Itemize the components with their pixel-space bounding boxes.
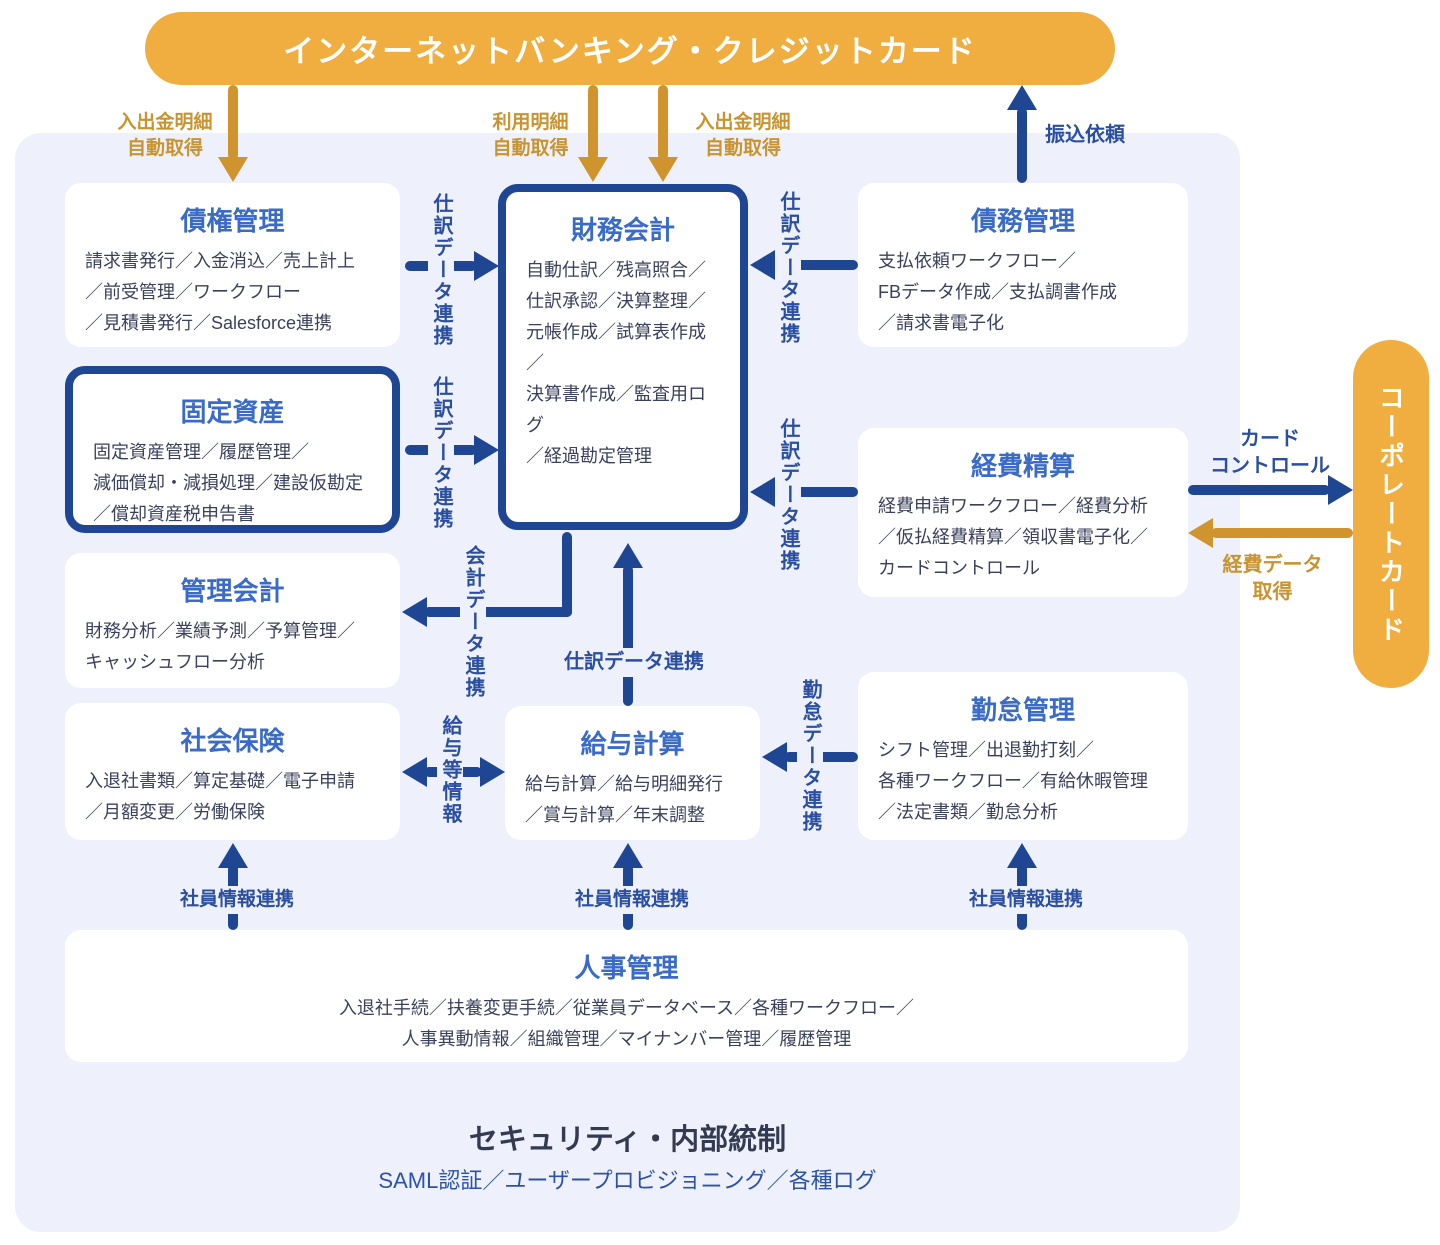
- module-expense-settlement-features: 経費申請ワークフロー／経費分析 ／仮払経費精算／領収書電子化／ カードコントロー…: [878, 496, 1148, 578]
- arrow-card-to-expense-shaft: [1211, 528, 1353, 538]
- corporate-card-banner-label: コーポレートカード: [1375, 383, 1406, 645]
- arrow-payroll-to-financial-head: [613, 543, 643, 568]
- label-journal-data-link-fixed-assets: 仕訳データ連携: [428, 373, 454, 533]
- arrow-social-payroll-right-head: [480, 757, 505, 787]
- label-usage-details-auto: 利用明細 自動取得: [492, 112, 569, 159]
- arrow-payables-to-bank-head: [1007, 85, 1037, 110]
- module-expense-settlement: 経費精算 経費申請ワークフロー／経費分析 ／仮払経費精算／領収書電子化／ カード…: [858, 428, 1188, 597]
- module-hr-features: 入退社手続／扶養変更手続／従業員データベース／各種ワークフロー／ 人事異動情報／…: [338, 998, 915, 1049]
- arrow-fixed-assets-to-financial-head: [474, 435, 499, 465]
- arrow-payables-to-bank-shaft: [1017, 107, 1027, 183]
- module-financial-accounting-features: 自動仕訳／残高照合／ 仕訳承認／決算整理／ 元帳作成／試算表作成／ 決算書作成／…: [526, 260, 706, 466]
- module-fixed-assets: 固定資産 固定資産管理／履歴管理／ 減価償却・減損処理／建設仮勘定 ／償却資産税…: [65, 366, 400, 533]
- module-expense-settlement-title: 経費精算: [970, 451, 1075, 481]
- label-payroll-info: 給与等情報: [437, 712, 463, 828]
- label-journal-data-link-expense: 仕訳データ連携: [775, 415, 801, 575]
- module-hr: 人事管理 入退社手続／扶養変更手続／従業員データベース／各種ワークフロー／ 人事…: [65, 930, 1188, 1062]
- module-management-accounting-features: 財務分析／業績予測／予算管理／ キャッシュフロー分析: [85, 621, 355, 672]
- module-hr-title: 人事管理: [574, 953, 679, 983]
- arrow-hr-to-attendance-head: [1007, 843, 1037, 868]
- label-card-control: カード コントロール: [1210, 428, 1330, 477]
- module-fixed-assets-features: 固定資産管理／履歴管理／ 減価償却・減損処理／建設仮勘定 ／償却資産税申告書: [93, 442, 363, 524]
- internet-banking-banner: インターネットバンキング・クレジットカード: [145, 12, 1115, 85]
- arrow-bank-to-receivables-head: [218, 157, 248, 182]
- arrow-receivables-to-financial-head: [474, 251, 499, 281]
- label-accounting-data-link: 会計データ連携: [460, 542, 486, 702]
- internet-banking-banner-label: インターネットバンキング・クレジットカード: [283, 34, 977, 69]
- label-deposit-withdrawal-auto-right: 入出金明細 自動取得: [695, 112, 791, 159]
- module-financial-accounting: 財務会計 自動仕訳／残高照合／ 仕訳承認／決算整理／ 元帳作成／試算表作成／ 決…: [498, 184, 748, 530]
- arrow-attendance-to-payroll-head: [762, 742, 787, 772]
- arrow-expense-to-financial-shaft: [772, 487, 858, 497]
- label-journal-data-link-payables: 仕訳データ連携: [775, 188, 801, 348]
- module-payroll: 給与計算 給与計算／給与明細発行 ／賞与計算／年末調整: [505, 706, 760, 840]
- arrow-card-to-financial-shaft: [588, 85, 598, 160]
- arrow-payables-to-financial-head: [750, 250, 775, 280]
- module-social-insurance-features: 入退社書類／算定基礎／電子申請 ／月額変更／労働保険: [85, 771, 355, 822]
- arrow-bank-to-financial-head: [648, 157, 678, 182]
- arrow-financial-to-management-shaft-vertical: [562, 532, 572, 617]
- arrow-card-to-expense-head: [1188, 518, 1213, 548]
- label-employee-info-link-payroll: 社員情報連携: [558, 886, 706, 914]
- security-section-features: SAML認証／ユーザープロビジョニング／各種ログ: [378, 1168, 877, 1193]
- arrow-expense-to-card-shaft: [1188, 485, 1330, 495]
- label-transfer-request: 振込依頼: [1045, 124, 1125, 146]
- label-attendance-data-link: 勤怠データ連携: [797, 676, 823, 836]
- security-section-title: セキュリティ・内部統制: [468, 1124, 787, 1156]
- module-receivables-title: 債権管理: [180, 206, 285, 236]
- module-social-insurance: 社会保険 入退社書類／算定基礎／電子申請 ／月額変更／労働保険: [65, 703, 400, 840]
- arrow-financial-to-management-shaft-horizontal: [424, 607, 572, 617]
- arrow-financial-to-management-head: [402, 597, 427, 627]
- label-journal-data-link-payroll: 仕訳データ連携: [550, 648, 718, 677]
- module-payables-title: 債務管理: [970, 206, 1075, 236]
- arrow-social-payroll-left-head: [402, 757, 427, 787]
- arrow-payables-to-financial-shaft: [772, 260, 858, 270]
- corporate-card-banner: コーポレートカード: [1353, 340, 1429, 688]
- arrow-expense-to-financial-head: [750, 477, 775, 507]
- module-payables: 債務管理 支払依頼ワークフロー／ FBデータ作成／支払調書作成 ／請求書電子化: [858, 183, 1188, 347]
- module-payroll-features: 給与計算／給与明細発行 ／賞与計算／年末調整: [525, 774, 723, 825]
- module-attendance: 勤怠管理 シフト管理／出退勤打刻／ 各種ワークフロー／有給休暇管理 ／法定書類／…: [858, 672, 1188, 840]
- module-attendance-features: シフト管理／出退勤打刻／ 各種ワークフロー／有給休暇管理 ／法定書類／勤怠分析: [878, 740, 1148, 822]
- label-expense-data-fetch: 経費データ 取得: [1222, 554, 1323, 603]
- module-social-insurance-title: 社会保険: [180, 726, 285, 756]
- label-employee-info-link-social: 社員情報連携: [163, 886, 311, 914]
- label-deposit-withdrawal-auto-left: 入出金明細 自動取得: [117, 112, 213, 159]
- module-receivables-features: 請求書発行／入金消込／売上計上 ／前受管理／ワークフロー ／見積書発行／Sale…: [85, 251, 355, 333]
- module-payroll-title: 給与計算: [580, 729, 685, 759]
- module-attendance-title: 勤怠管理: [970, 695, 1075, 725]
- label-employee-info-link-attendance: 社員情報連携: [952, 886, 1100, 914]
- arrow-card-to-financial-head: [578, 157, 608, 182]
- module-management-accounting: 管理会計 財務分析／業績予測／予算管理／ キャッシュフロー分析: [65, 553, 400, 688]
- module-payables-features: 支払依頼ワークフロー／ FBデータ作成／支払調書作成 ／請求書電子化: [878, 251, 1117, 333]
- arrow-payroll-to-financial-shaft: [623, 565, 633, 706]
- arrow-bank-to-financial-shaft: [658, 85, 668, 160]
- module-receivables: 債権管理 請求書発行／入金消込／売上計上 ／前受管理／ワークフロー ／見積書発行…: [65, 183, 400, 347]
- module-management-accounting-title: 管理会計: [180, 576, 285, 606]
- arrow-expense-to-card-head: [1328, 475, 1353, 505]
- module-fixed-assets-title: 固定資産: [180, 397, 285, 427]
- arrow-bank-to-receivables-shaft: [228, 85, 238, 160]
- module-financial-accounting-title: 財務会計: [570, 215, 675, 245]
- label-journal-data-link-receivables: 仕訳データ連携: [428, 190, 454, 350]
- arrow-hr-to-payroll-head: [613, 843, 643, 868]
- arrow-hr-to-social-head: [218, 843, 248, 868]
